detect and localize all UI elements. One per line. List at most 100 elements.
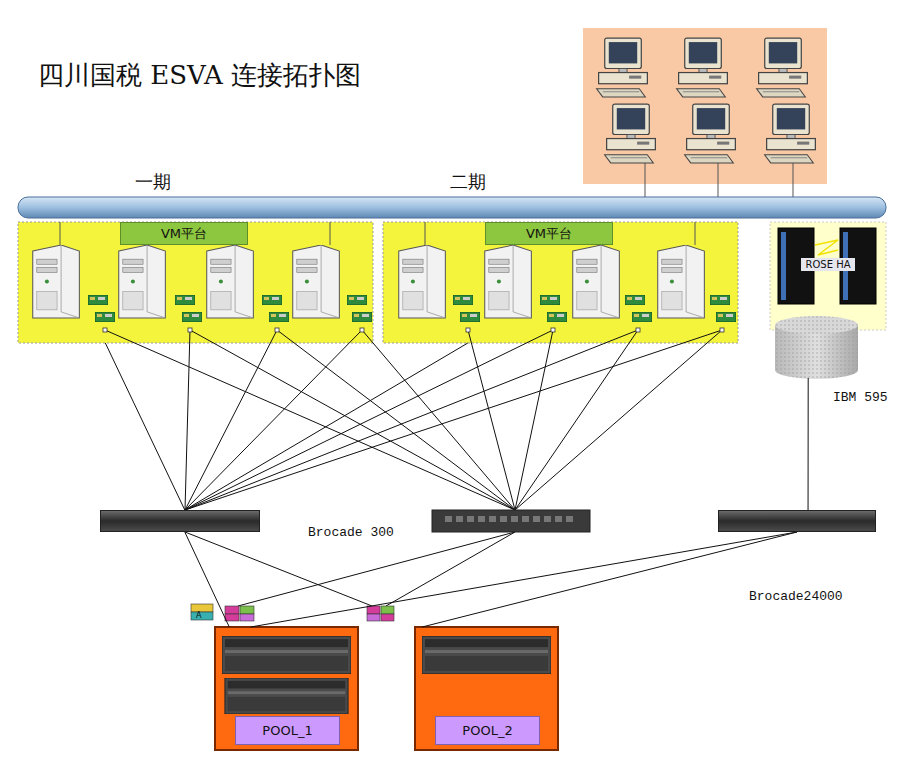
storage-pools-part — [222, 636, 351, 674]
switch-port — [489, 516, 496, 522]
switch-port — [511, 516, 518, 522]
client-area-part — [677, 38, 728, 97]
switch-port — [544, 516, 551, 522]
switch-port — [500, 516, 507, 522]
server-towers-part — [399, 245, 446, 318]
label-holder: POOL_2 — [435, 716, 540, 745]
hba-ports — [103, 328, 724, 332]
fc-port-icons-part — [240, 614, 254, 621]
fc-fan-lines-part — [277, 330, 515, 510]
client-area-part — [605, 104, 656, 163]
client-area-part — [685, 104, 736, 163]
hba-cards — [88, 295, 736, 322]
hba-cards-part — [453, 295, 473, 305]
hba-cards-part — [175, 295, 195, 305]
label-holder: IBM 595 — [833, 386, 888, 405]
node-label: 一期 — [135, 171, 171, 192]
fc-port-icons-part — [381, 614, 394, 621]
fc-port-icons-part — [191, 604, 213, 612]
client-area-part — [645, 160, 646, 198]
fc-fan-lines-part — [386, 532, 515, 606]
node-label: Brocade24000 — [749, 589, 843, 604]
fc-fan-lines-part — [468, 330, 515, 510]
hba-ports-part — [551, 328, 555, 332]
server-panels-part — [330, 222, 331, 245]
fc-link — [185, 532, 230, 627]
fc-fan-lines-part — [185, 330, 553, 510]
storage-pool: POOL_1 — [215, 627, 358, 750]
fc-link — [422, 532, 797, 627]
switch-port — [445, 516, 452, 522]
server-panels-part — [695, 222, 696, 245]
fc-port-icons — [191, 604, 394, 621]
label-holder: Brocade 300 — [308, 521, 394, 540]
hba-cards-part — [710, 295, 730, 305]
server-towers-part — [119, 245, 166, 318]
hba-cards-part — [547, 312, 567, 322]
fc-fan-lines — [105, 330, 722, 606]
fc-port-icons-part — [191, 612, 213, 620]
node-label: VM平台 — [161, 225, 207, 243]
hba-cards-part — [347, 295, 367, 305]
client-area-part — [597, 38, 648, 97]
fc-fan-lines-part — [238, 532, 515, 606]
server-towers-part — [207, 245, 254, 318]
fc-fan-lines-part — [185, 330, 638, 510]
server-panels-part — [425, 222, 426, 245]
storage-pools-part — [225, 678, 348, 714]
client-area-part — [765, 104, 816, 163]
label-holder: A — [196, 603, 201, 622]
hba-cards-part — [182, 312, 202, 322]
fc-fan-lines-part — [515, 330, 722, 510]
switch-port — [522, 516, 529, 522]
node-label: POOL_2 — [462, 723, 512, 738]
client-area-part — [718, 160, 719, 198]
node-label: 二期 — [450, 171, 486, 192]
fc-fan-lines-part — [105, 330, 515, 510]
hba-ports-part — [636, 328, 640, 332]
switch-port — [533, 516, 540, 522]
client-area-part — [757, 38, 808, 97]
storage-pools-part — [422, 636, 551, 674]
label-holder: Brocade24000 — [749, 585, 843, 604]
hba-cards-part — [262, 295, 282, 305]
fc-port-icons-part — [225, 606, 239, 614]
rose-ha-cluster-part — [815, 240, 838, 255]
fc-link — [105, 343, 184, 510]
switch-port — [478, 516, 485, 522]
client-area — [583, 28, 827, 198]
diagram-title: 四川国税 ESVA 连接拓扑图 — [38, 58, 361, 93]
fc-fan-lines-part — [185, 330, 190, 510]
storage-pools-part — [215, 627, 358, 750]
hba-cards-part — [632, 312, 652, 322]
label-holder: POOL_1 — [235, 716, 340, 745]
fc-switch: Brocade24000 — [718, 510, 876, 532]
fc-fan-lines-part — [190, 330, 515, 510]
vm-platform-box: VM平台 — [120, 222, 248, 245]
fc-port-icons-part — [240, 606, 254, 614]
hba-cards-part — [269, 312, 289, 322]
network-bus-part — [18, 197, 886, 218]
fc-switch: Brocade 300 — [100, 510, 260, 532]
hba-ports-part — [466, 328, 470, 332]
fc-port-icons-part — [367, 614, 380, 621]
hba-cards-part — [95, 312, 115, 322]
server-towers-part — [658, 245, 705, 318]
switch-port — [467, 516, 474, 522]
phase-panel: 二期VM平台 — [383, 222, 738, 343]
rose-ha-cluster — [770, 222, 886, 330]
hba-cards-part — [716, 312, 736, 322]
fc-link — [185, 343, 468, 510]
network-bus — [18, 197, 886, 218]
server-towers — [33, 245, 705, 318]
fc-port-icons-part — [367, 606, 380, 614]
switch-port — [456, 516, 463, 522]
fc-fan-lines-part — [185, 330, 362, 510]
storage-pools — [215, 627, 558, 750]
vm-platform-box: VM平台 — [485, 222, 613, 245]
hba-ports-part — [188, 328, 192, 332]
storage-pool: POOL_2 — [415, 627, 558, 750]
fc-switch-body — [432, 510, 590, 532]
ibm-595-disk-part — [775, 316, 858, 334]
